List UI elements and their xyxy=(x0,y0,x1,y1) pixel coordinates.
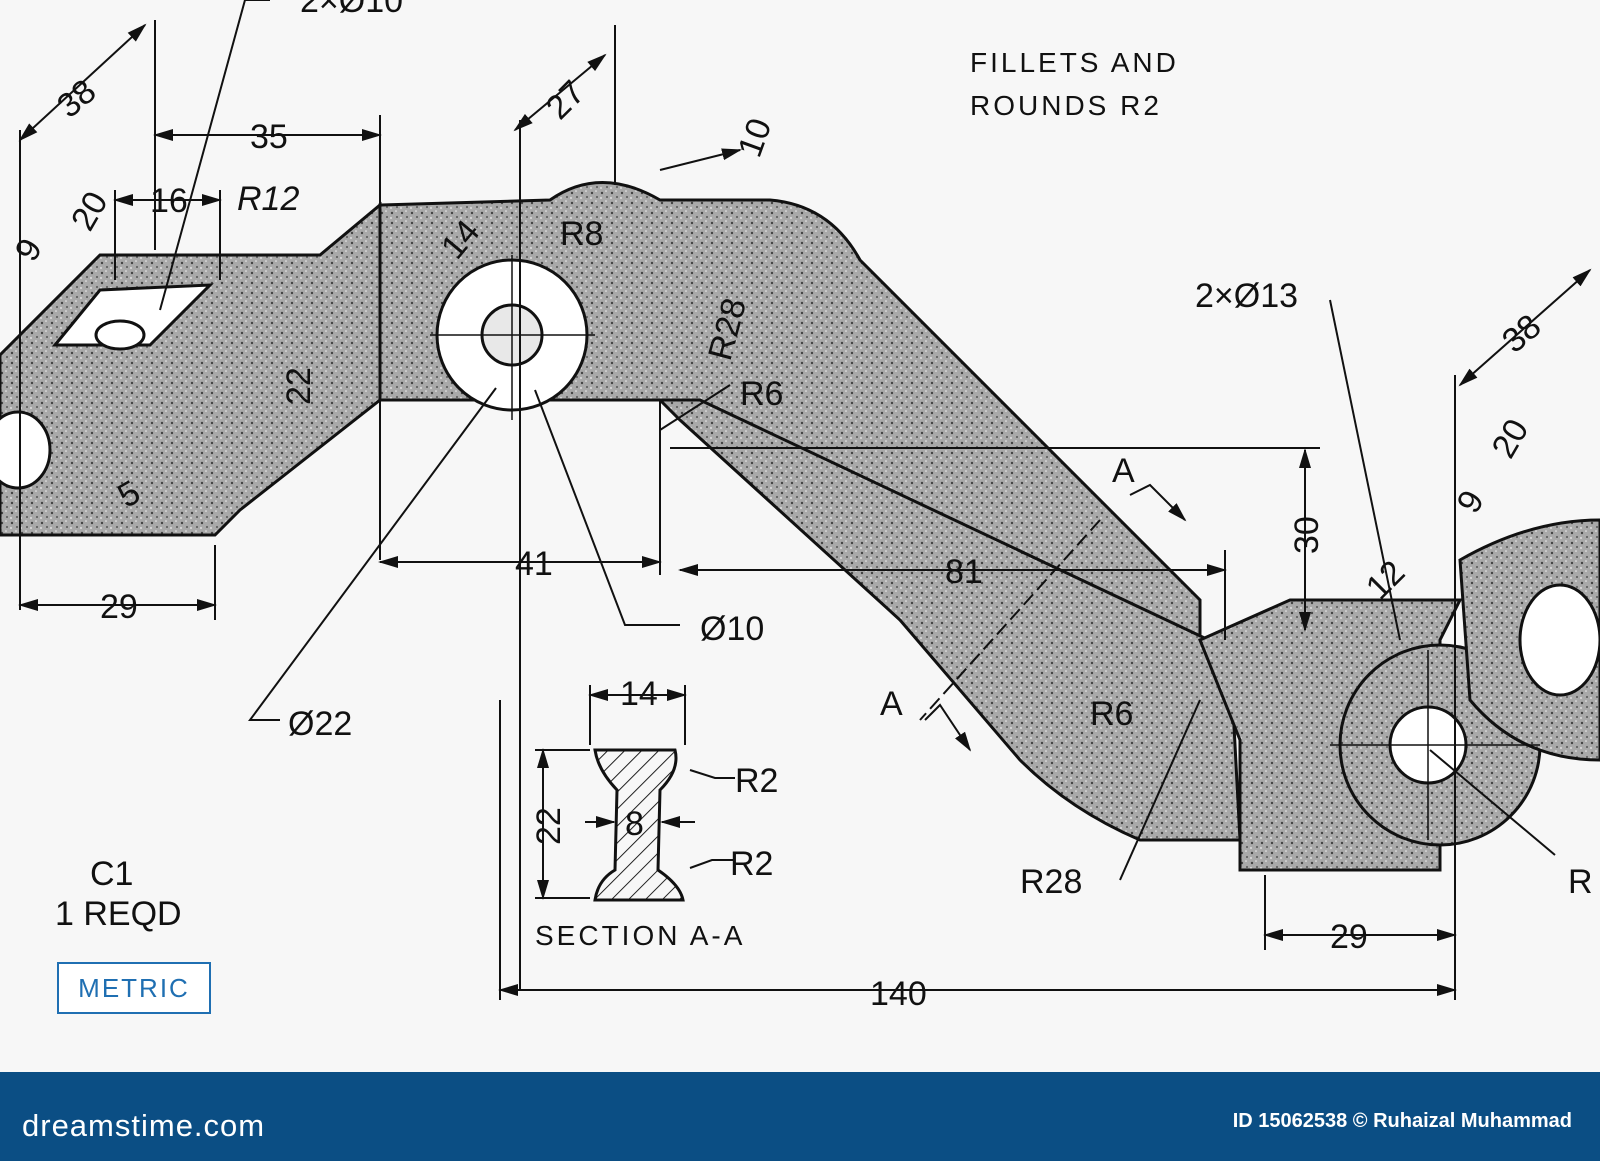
dim-dia10: Ø10 xyxy=(700,610,764,648)
dim-140: 140 xyxy=(870,975,927,1013)
centerlines xyxy=(430,255,1540,840)
dim-20-left: 20 xyxy=(64,185,116,237)
slanted-link-arm xyxy=(656,398,1242,842)
footer-credit: ID 15062538 © Ruhaizal Muhammad xyxy=(1232,1110,1572,1132)
footer-brand[interactable]: dreamstime.com xyxy=(22,1108,266,1143)
quantity-note: 1 REQD xyxy=(55,895,182,933)
dim-2x-dia13-right: 2×Ø13 xyxy=(1195,277,1298,315)
notes: FILLETS AND ROUNDS R2 SECTION A-A C1 1 R… xyxy=(55,47,1179,951)
dim-r6-top: R6 xyxy=(740,375,783,413)
watermark-footer: dreamstime.com ID 15062538 © Ruhaizal Mu… xyxy=(0,1072,1600,1161)
dim-r8: R8 xyxy=(560,215,603,253)
left-end-hole xyxy=(0,410,52,490)
section-title: SECTION A-A xyxy=(535,920,745,951)
dim-r28-bottom: R28 xyxy=(1020,863,1082,901)
drawing-canvas: 2×Ø10 38 35 27 10 20 9 16 R12 14 R8 R28 … xyxy=(0,0,1600,1013)
dim-9-left: 9 xyxy=(8,232,50,267)
dim-20-right: 20 xyxy=(1485,413,1537,465)
section-width-14: 14 xyxy=(620,675,658,713)
section-web-8: 8 xyxy=(625,805,644,843)
part-id: C1 xyxy=(90,855,133,893)
section-r2-top: R2 xyxy=(735,762,778,800)
engineering-drawing: 2×Ø10 38 35 27 10 20 9 16 R12 14 R8 R28 … xyxy=(0,0,1600,1014)
dim-41: 41 xyxy=(515,545,553,583)
section-i-profile xyxy=(593,748,685,902)
section-a-a xyxy=(535,685,735,902)
dim-35: 35 xyxy=(250,118,288,156)
dim-dia22: Ø22 xyxy=(288,705,352,743)
left-clevis-block xyxy=(0,201,382,537)
section-r2-bottom: R2 xyxy=(730,845,773,883)
dim-r-right-partial: R xyxy=(1568,863,1593,901)
dim-81: 81 xyxy=(945,553,983,591)
dim-30: 30 xyxy=(1288,516,1326,554)
dim-27: 27 xyxy=(539,73,593,127)
fillets-note-line2: ROUNDS R2 xyxy=(970,90,1162,121)
dim-2x-dia10-left: 2×Ø10 xyxy=(300,0,403,20)
dim-22-left: 22 xyxy=(280,367,318,405)
section-height-22: 22 xyxy=(530,807,568,845)
dim-29-right: 29 xyxy=(1330,918,1368,956)
section-marker-a-top: A xyxy=(1112,452,1135,490)
right-end-hole xyxy=(1518,583,1600,697)
dim-r6-bottom: R6 xyxy=(1090,695,1133,733)
section-marker-a-bottom: A xyxy=(880,685,903,723)
dim-29-left: 29 xyxy=(100,588,138,626)
part-body xyxy=(0,181,1600,872)
left-pin-hole xyxy=(94,319,146,351)
dim-r12: R12 xyxy=(237,180,299,218)
dimension-lines xyxy=(18,0,1592,1000)
dim-38-left: 38 xyxy=(50,72,103,125)
dim-16: 16 xyxy=(150,182,188,220)
units-badge: METRIC xyxy=(57,962,211,1014)
dim-10-thickness: 10 xyxy=(731,113,780,162)
fillets-note-line1: FILLETS AND xyxy=(970,47,1179,78)
